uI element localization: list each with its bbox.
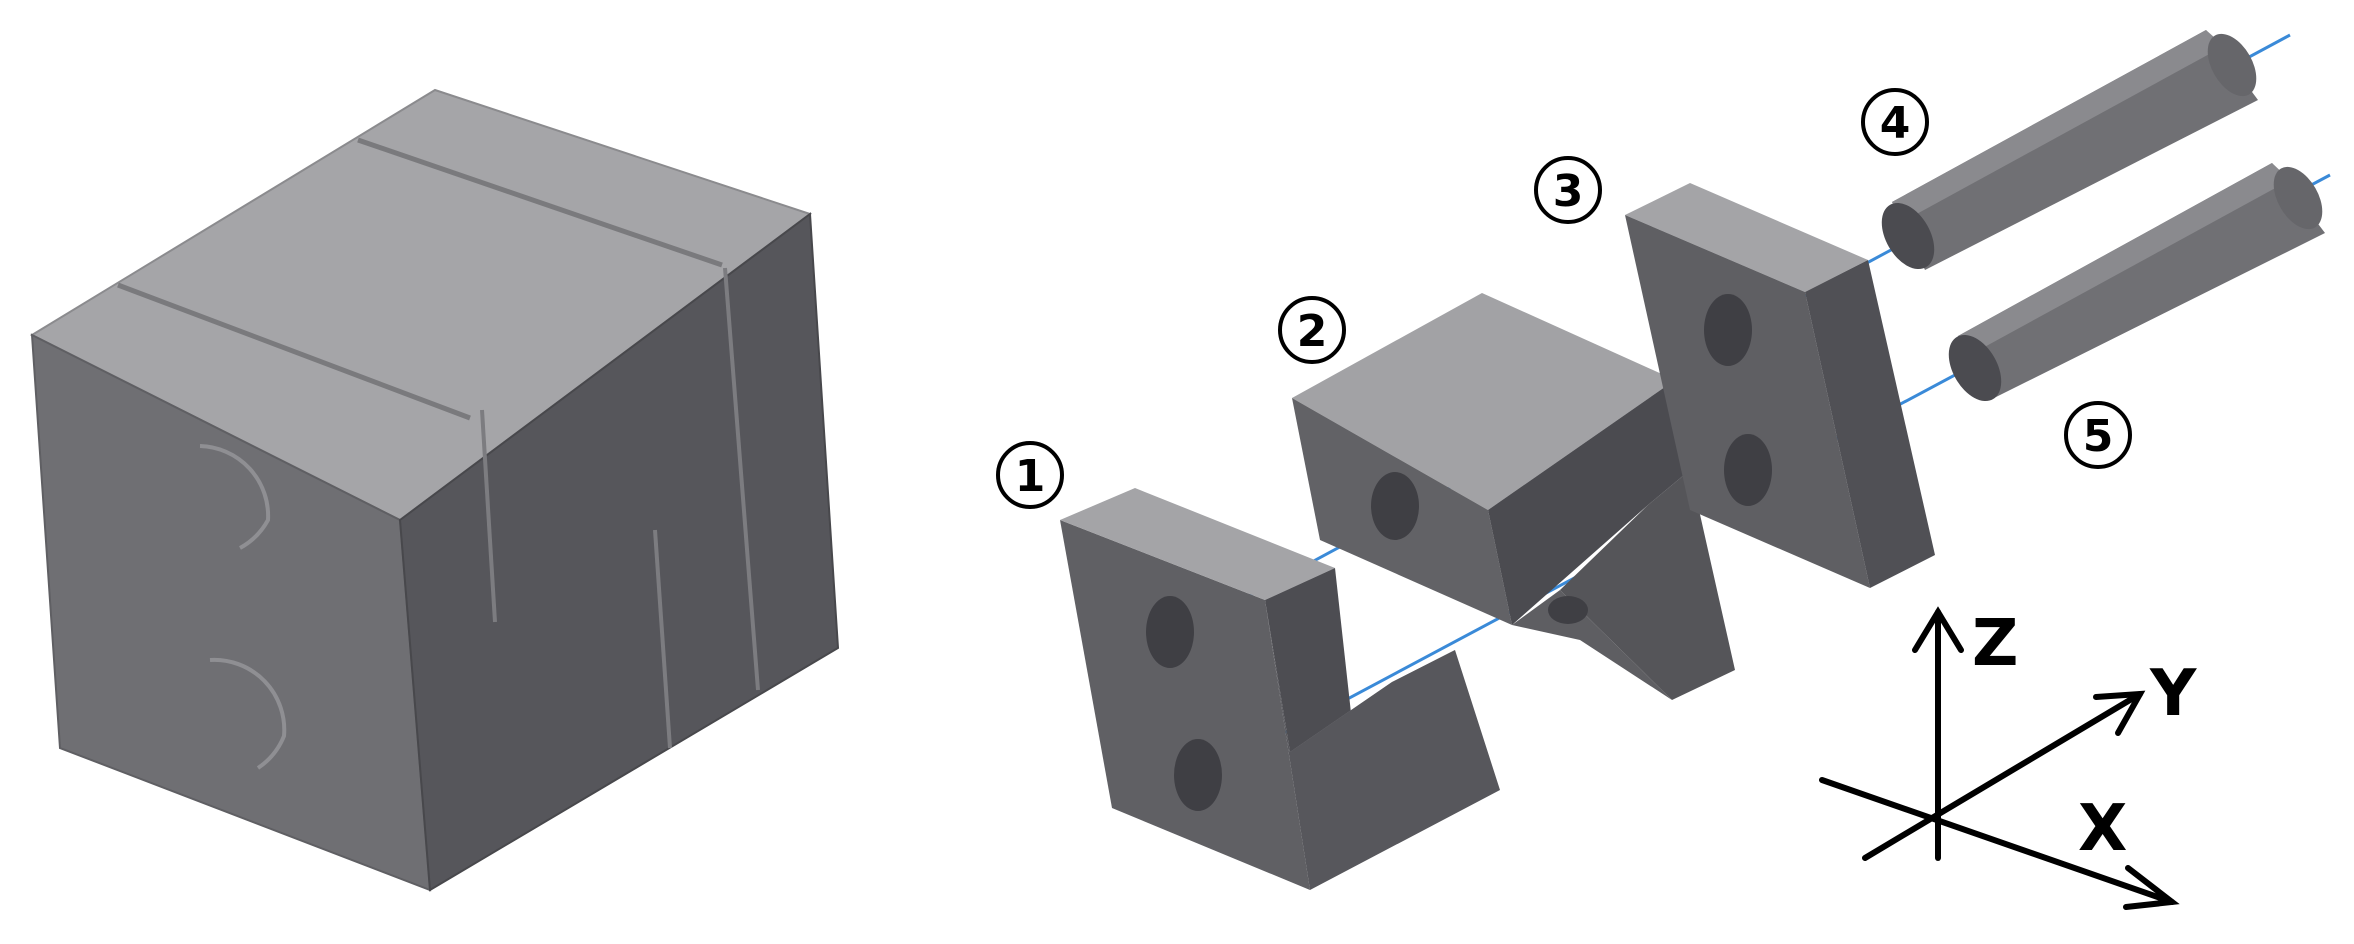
part-label-5-text: 5 <box>2083 411 2114 462</box>
z-axis-label: Z <box>1972 607 2018 681</box>
part-1-inner-face <box>1265 568 1352 752</box>
assembled-cube-seam-3 <box>723 267 760 691</box>
part-4-pin-end-near <box>1881 202 1935 270</box>
part-label-1: 1 <box>996 441 1064 509</box>
part-1-l-bracket <box>1060 488 1500 890</box>
assembled-cube-hole-upper <box>199 444 271 550</box>
part-3-side-face <box>1805 260 1935 588</box>
part-2-right-face <box>1488 380 1690 625</box>
x-axis-label: X <box>2078 792 2127 866</box>
part-label-4-text: 4 <box>1880 98 1911 149</box>
part-3-hole-upper <box>1704 294 1752 366</box>
part-label-4: 4 <box>1861 88 1929 156</box>
assembled-cube-hole-lower <box>209 657 287 770</box>
part-3-plate <box>1625 183 1935 588</box>
part-5-pin-end-far <box>2273 166 2323 230</box>
coordinate-axes <box>1819 606 2180 910</box>
assembled-cube-top-groove-2 <box>357 137 723 268</box>
part-3-front-face <box>1625 215 1870 588</box>
y-axis-line <box>1862 691 2143 861</box>
part-label-3: 3 <box>1534 156 1602 224</box>
part-5-pin-highlight <box>1958 163 2290 356</box>
assembled-cube-right-face <box>398 212 840 892</box>
part-4-pin-highlight <box>1892 30 2224 222</box>
y-axis-arrowhead <box>2093 690 2146 736</box>
assembled-cube-seam-1 <box>480 409 497 623</box>
part-2-top-face <box>1292 293 1675 510</box>
assembled-cube-top-groove-1 <box>117 282 471 421</box>
part-3-top-face <box>1625 183 1868 292</box>
z-axis-arrowhead <box>1912 606 1964 653</box>
part-3-hole-lower <box>1724 434 1772 506</box>
part-4-pin <box>1881 30 2258 270</box>
part-4-pin-end-far <box>2207 33 2257 97</box>
assembled-cube <box>29 88 840 892</box>
part-5-pin <box>1948 163 2325 402</box>
part-label-2: 2 <box>1278 296 1346 364</box>
part-2-hole-front <box>1371 472 1419 540</box>
part-5-pin-body <box>1958 163 2325 400</box>
part-2-leg-face <box>1560 470 1735 700</box>
part-1-top-face <box>1060 488 1335 600</box>
part-1-front-face <box>1060 520 1310 890</box>
part-label-2-text: 2 <box>1297 306 1328 357</box>
part-label-5: 5 <box>2064 401 2132 469</box>
y-axis-label: Y <box>2149 657 2197 731</box>
x-axis-arrowhead <box>2123 865 2180 910</box>
part-5-pin-end-near <box>1948 334 2002 402</box>
part-1-side-face <box>1265 600 1500 890</box>
part-1-hole-upper <box>1146 596 1194 668</box>
part-1-hole-lower <box>1174 739 1222 811</box>
part-label-1-text: 1 <box>1015 451 1046 502</box>
part-2-hole-leg <box>1548 596 1588 624</box>
part-2-center-block <box>1292 293 1735 700</box>
x-axis-line <box>1819 777 2175 905</box>
part-label-3-text: 3 <box>1553 166 1584 217</box>
part-4-pin-body <box>1892 30 2258 270</box>
assembled-cube-seam-2 <box>653 529 672 749</box>
